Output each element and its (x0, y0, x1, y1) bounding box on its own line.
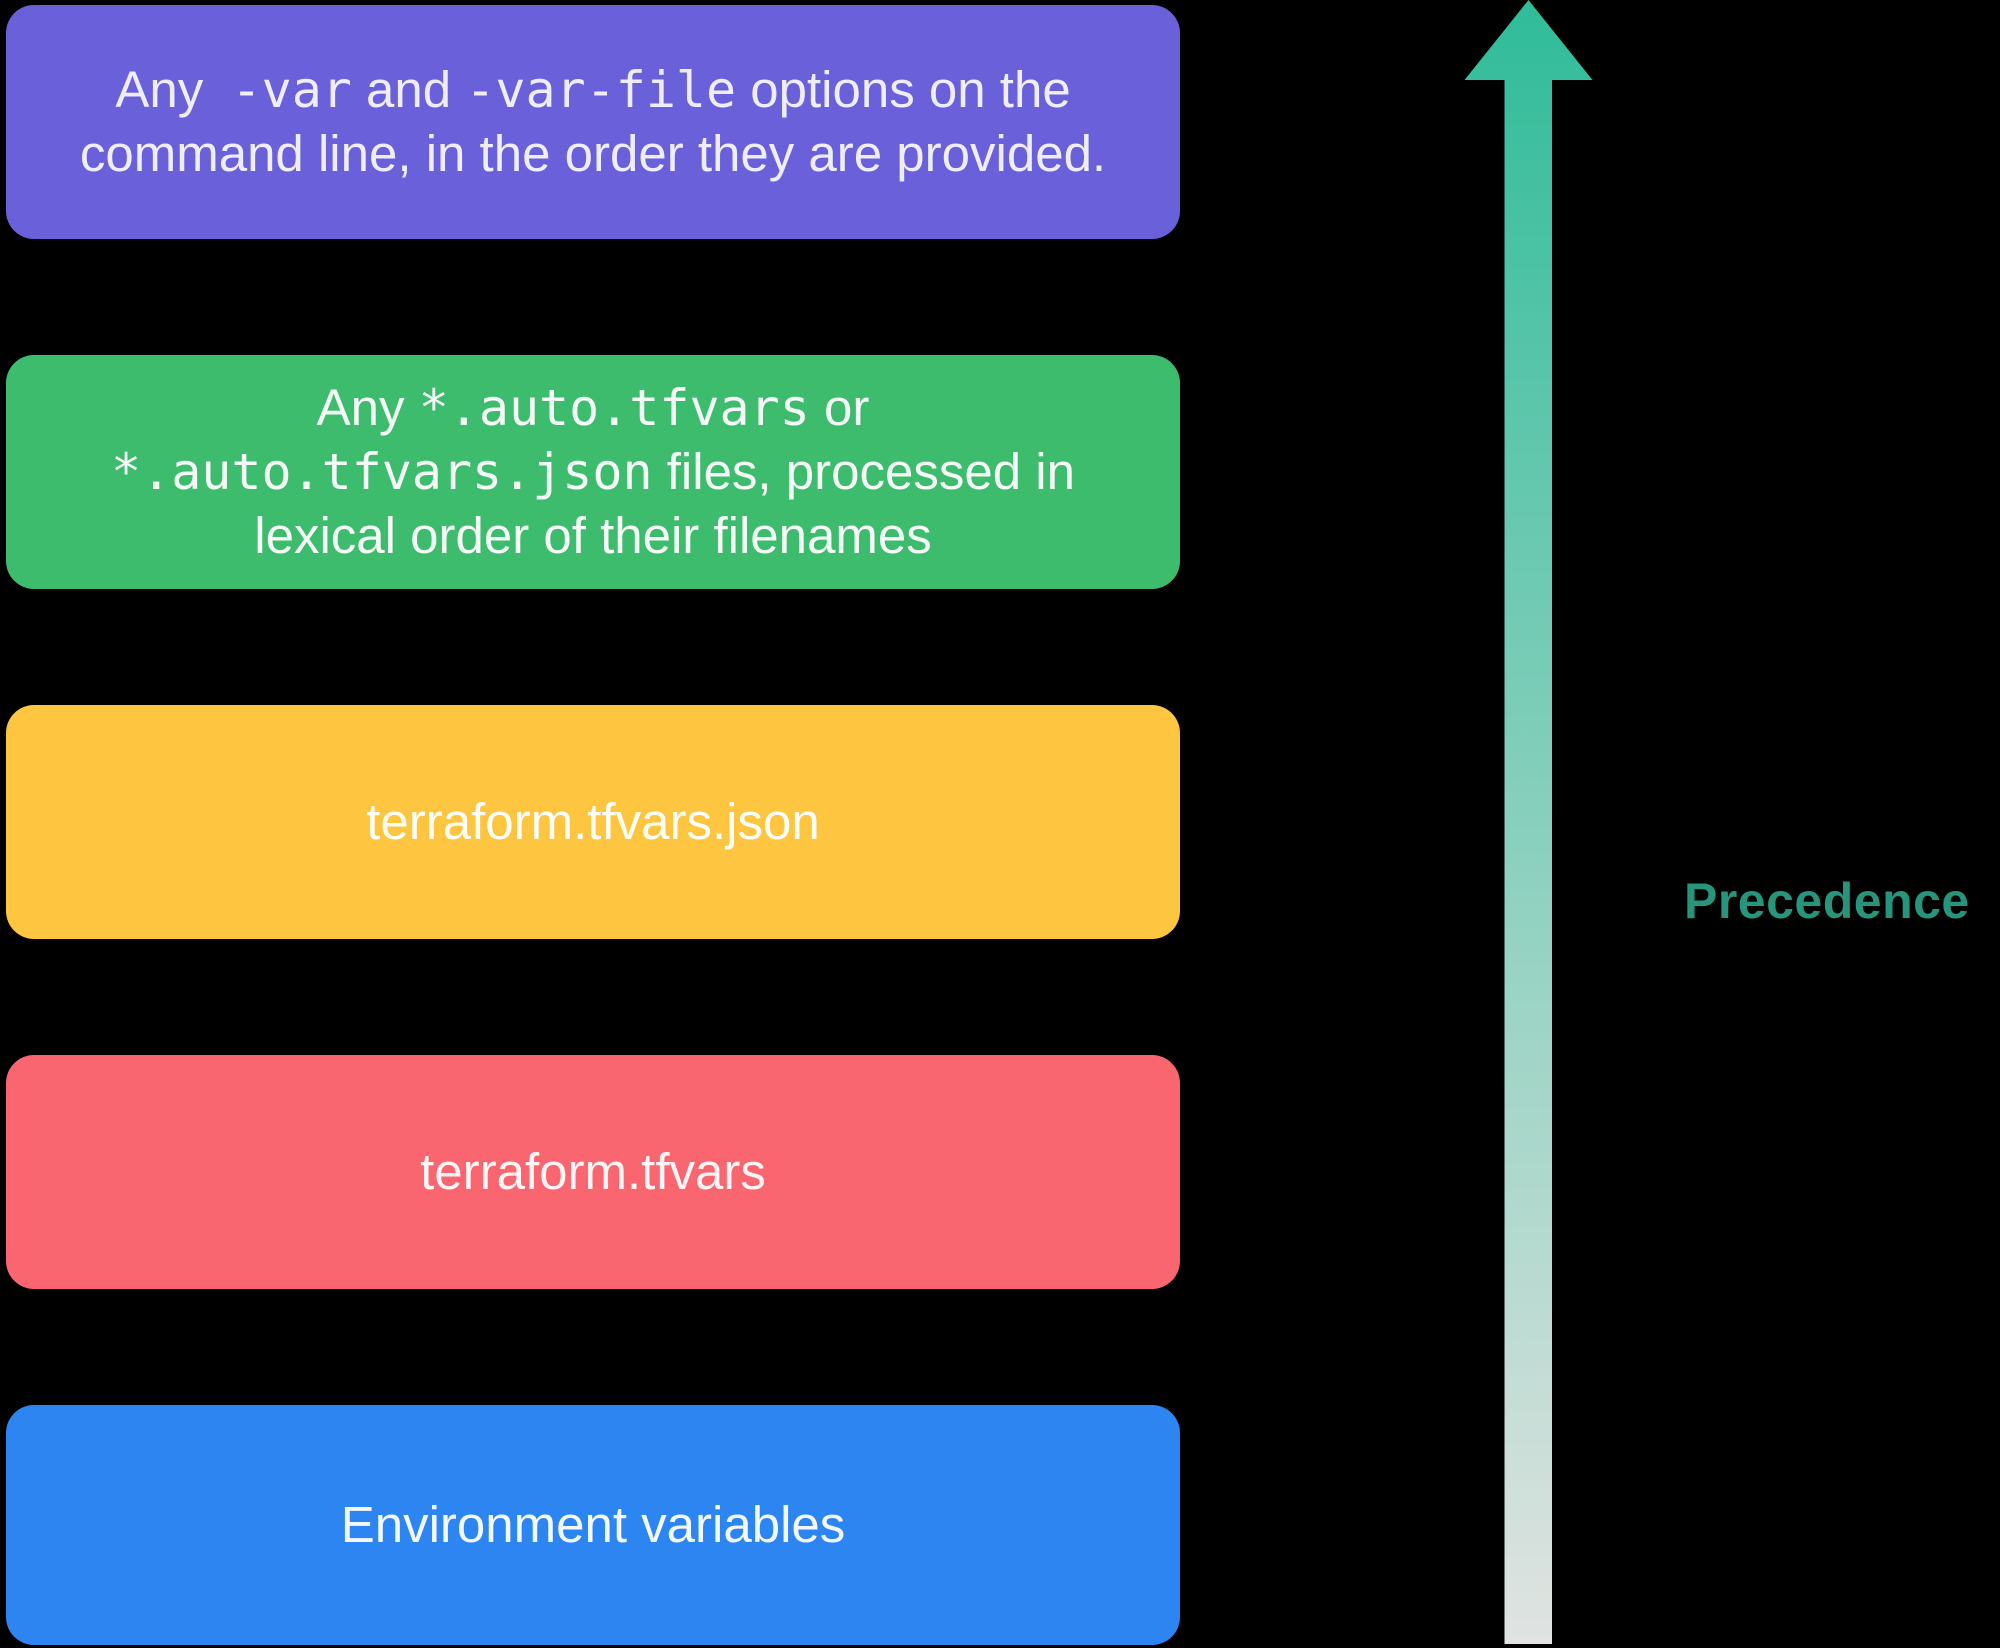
precedence-boxes: Any -var and -var-file options on the com… (6, 5, 1180, 1645)
box-text-line: lexical order of their filenames (254, 507, 932, 564)
box-text-line: Any *.auto.tfvars or (316, 379, 870, 437)
box-environment-variables: Environment variables (6, 1405, 1180, 1645)
box-text-line: command line, in the order they are prov… (79, 125, 1107, 182)
precedence-label: Precedence (1684, 873, 1970, 929)
box-terraform-tfvars-json: terraform.tfvars.json (6, 705, 1180, 939)
box-text-line: *.auto.tfvars.json files, processed in (111, 443, 1075, 501)
precedence-arrow-icon (1464, 0, 1593, 1644)
box-auto-tfvars-files: Any *.auto.tfvars or *.auto.tfvars.json f… (6, 355, 1180, 589)
box-text-line: terraform.tfvars.json (366, 793, 820, 850)
box-text-line: terraform.tfvars (420, 1143, 766, 1200)
box-text-line: Environment variables (340, 1496, 846, 1553)
box-terraform-tfvars: terraform.tfvars (6, 1055, 1180, 1289)
box-cli-var-options: Any -var and -var-file options on the com… (6, 5, 1180, 239)
box-text-line: Any -var and -var-file options on the (115, 61, 1071, 119)
